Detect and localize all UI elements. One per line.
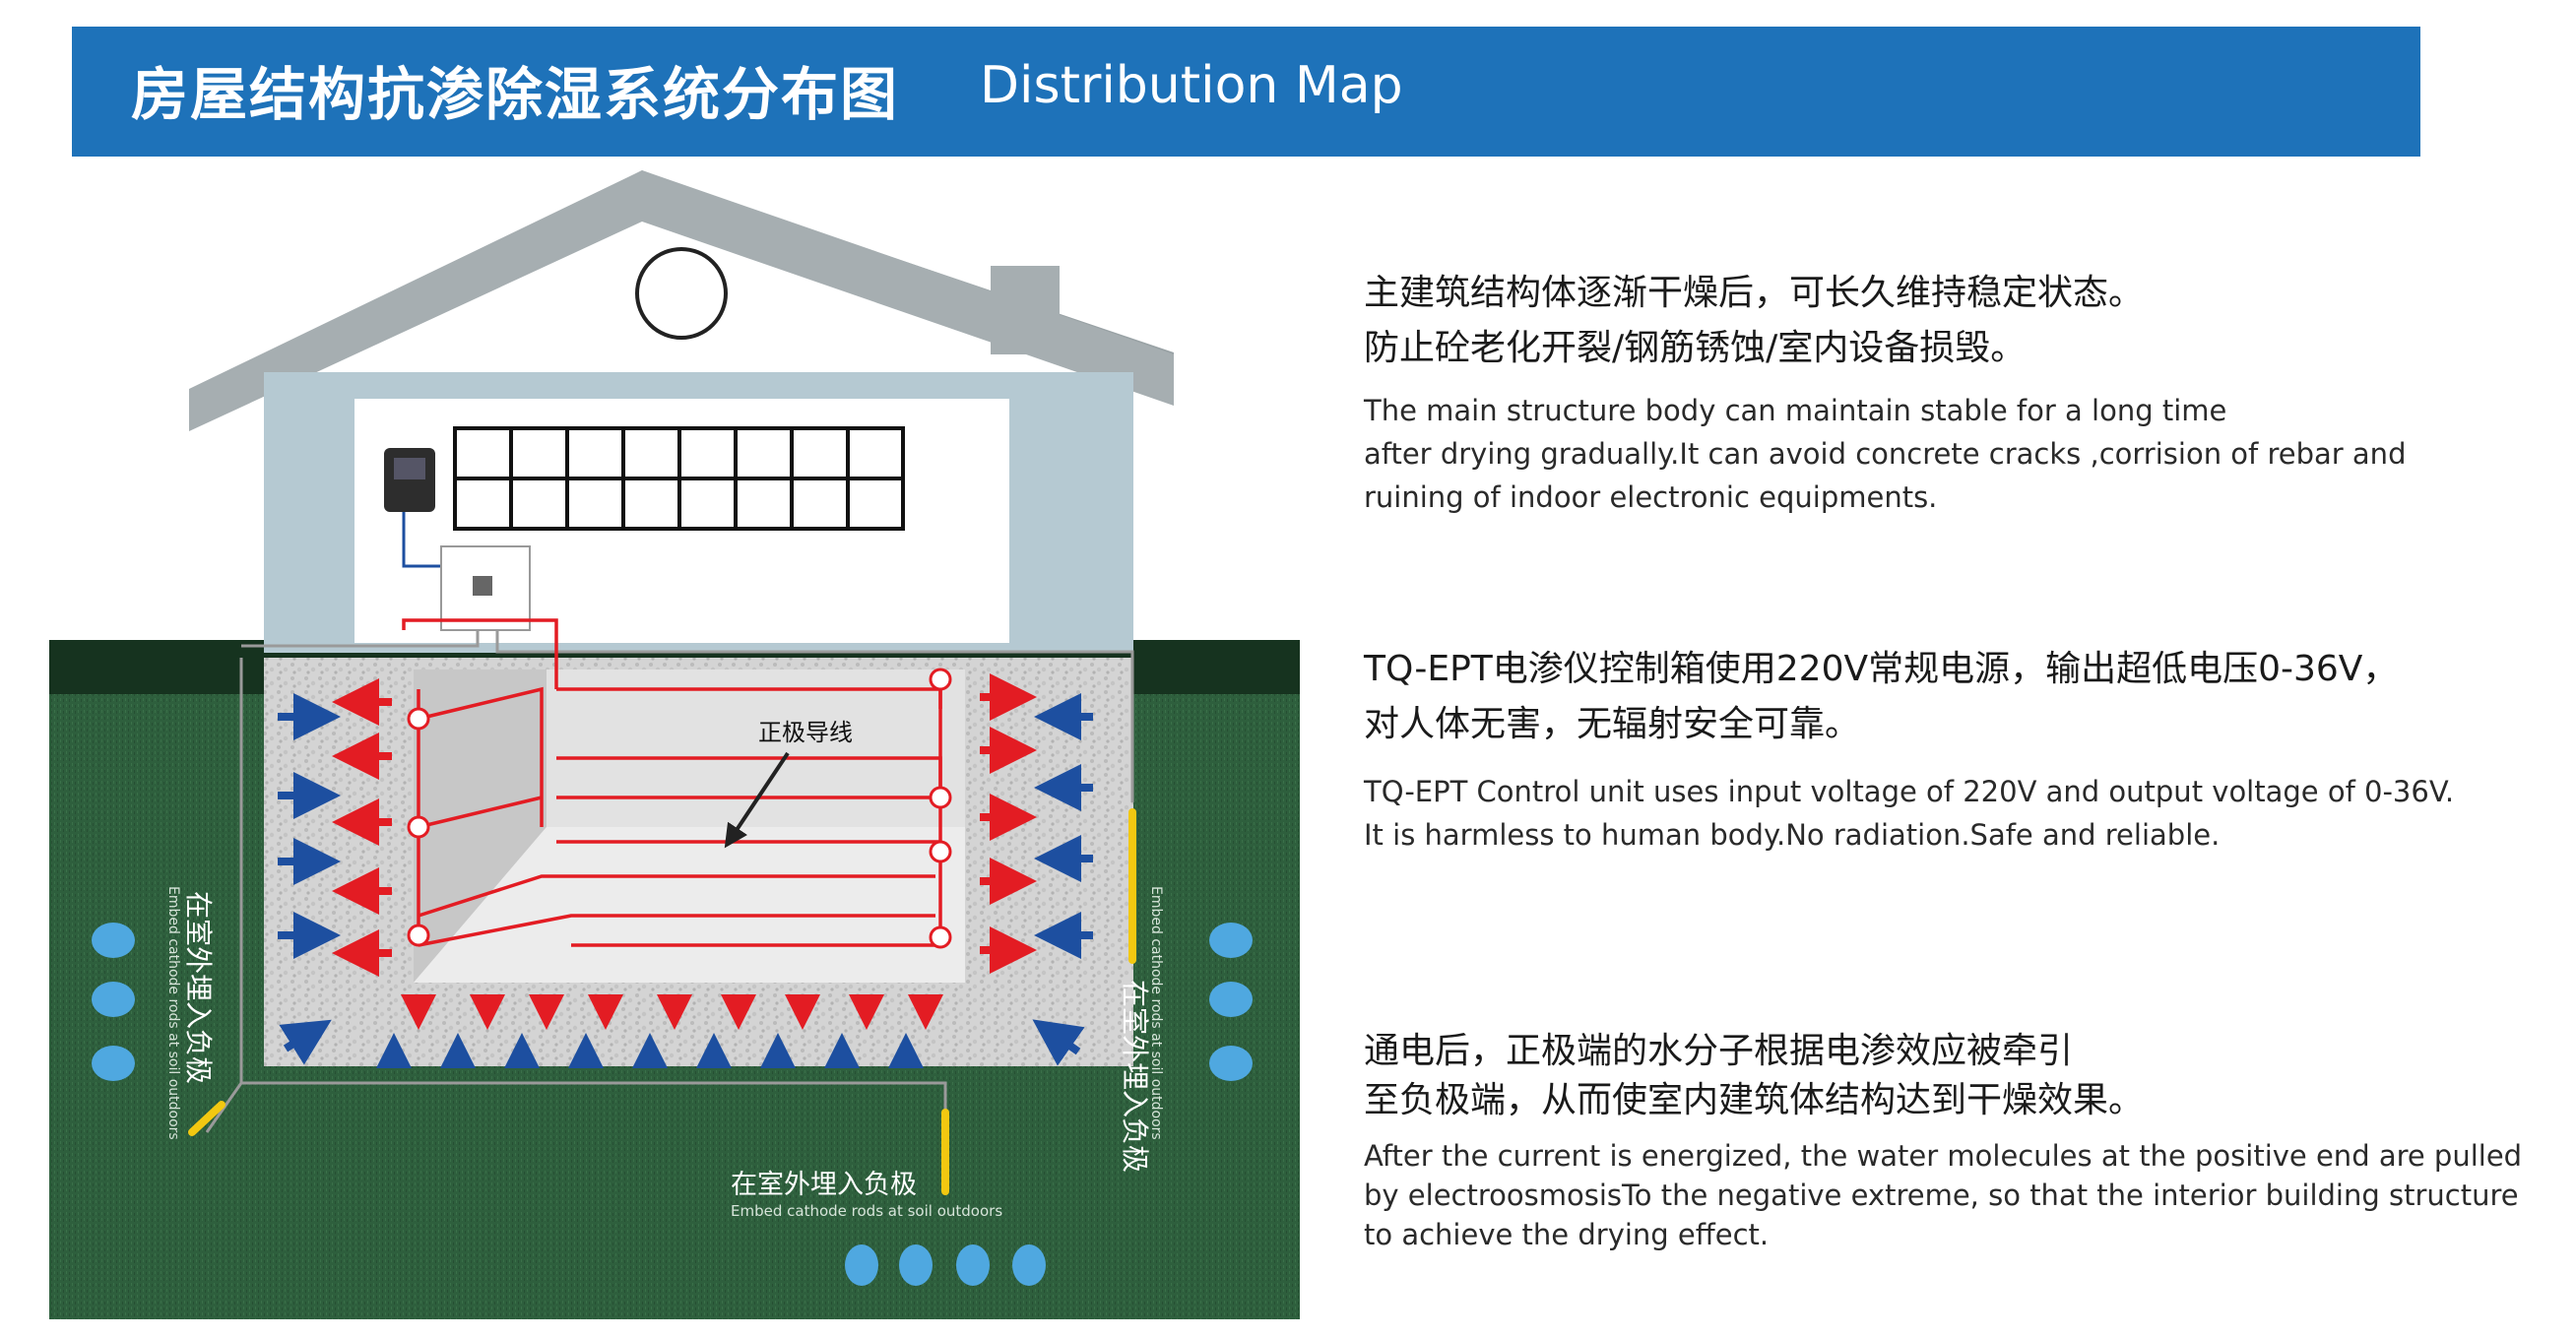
water-droplet-icon — [92, 1046, 135, 1081]
section-3-cn-line-1: 通电后，正极端的水分子根据电渗效应被牵引 — [1364, 1031, 2074, 1071]
water-droplets — [92, 923, 1253, 1286]
left-arrows — [278, 678, 392, 1065]
right-arrows — [980, 673, 1093, 1066]
water-droplet-icon — [1012, 1244, 1046, 1286]
section-1-en-line-1: The main structure body can maintain sta… — [1364, 394, 2227, 427]
house — [189, 170, 1174, 653]
section-3-en-line-1: After the current is energized, the wate… — [1364, 1139, 2523, 1173]
cathode-label-right-en: Embed cathode rods at soil outdoors — [1148, 886, 1164, 1140]
water-droplet-icon — [899, 1244, 933, 1286]
bottom-arrows — [376, 994, 943, 1068]
water-droplet-icon — [1209, 982, 1253, 1017]
water-droplet-icon — [1209, 923, 1253, 958]
section-1-en-line-3: ruining of indoor electronic equipments. — [1364, 480, 1938, 514]
title-chinese: 房屋结构抗渗除湿系统分布图 — [131, 61, 900, 128]
positive-wires — [402, 618, 942, 947]
section-2-cn-line-2: 对人体无害，无辐射安全可靠。 — [1364, 704, 1861, 744]
positive-wire-label: 正极导线 — [758, 719, 853, 746]
water-droplet-icon — [92, 982, 135, 1017]
section-3-cn-line-2: 至负极端，从而使室内建筑体结构达到干燥效果。 — [1364, 1080, 2145, 1120]
cathode-label-left-en: Embed cathode rods at soil outdoors — [165, 886, 181, 1140]
section-2-en-line-1: TQ-EPT Control unit uses input voltage o… — [1364, 775, 2455, 808]
water-droplet-icon — [956, 1244, 990, 1286]
water-droplet-icon — [1209, 1046, 1253, 1081]
water-droplet-icon — [92, 923, 135, 958]
section-3-en-line-3: to achieve the drying effect. — [1364, 1218, 1770, 1251]
section-1-en-line-2: after drying gradually.It can avoid conc… — [1364, 437, 2407, 471]
cathode-label-bottom-cn: 在室外埋入负极 — [731, 1170, 917, 1200]
section-1-cn-line-2: 防止砼老化开裂/钢筋锈蚀/室内设备损毁。 — [1364, 328, 2027, 368]
solar-window-grid — [453, 426, 905, 531]
section-2-en-line-2: It is harmless to human body.No radiatio… — [1364, 818, 2221, 852]
water-droplet-icon — [845, 1244, 878, 1286]
cathode-label-bottom-en: Embed cathode rods at soil outdoors — [731, 1202, 1002, 1220]
section-2-cn-line-1: TQ-EPT电渗仪控制箱使用220V常规电源，输出超低电压0-36V， — [1364, 649, 2399, 689]
attic-window — [635, 247, 728, 340]
positive-terminals — [407, 668, 952, 949]
label-pointer — [724, 751, 790, 849]
chimney — [991, 266, 1060, 354]
section-3-en-line-2: by electroosmosisTo the negative extreme… — [1364, 1179, 2519, 1212]
distribution-diagram: 正极导线 — [49, 170, 1300, 1319]
cathode-rods — [188, 808, 1136, 1195]
title-english: Distribution Map — [980, 56, 1403, 115]
cathode-label-left-cn: 在室外埋入负极 — [182, 891, 215, 1084]
cathode-label-right-cn: 在室外埋入负极 — [1119, 980, 1151, 1173]
title-bar: 房屋结构抗渗除湿系统分布图 Distribution Map — [72, 27, 2420, 157]
section-1-cn-line-1: 主建筑结构体逐渐干燥后，可长久维持稳定状态。 — [1364, 273, 2145, 313]
control-device — [384, 448, 435, 512]
